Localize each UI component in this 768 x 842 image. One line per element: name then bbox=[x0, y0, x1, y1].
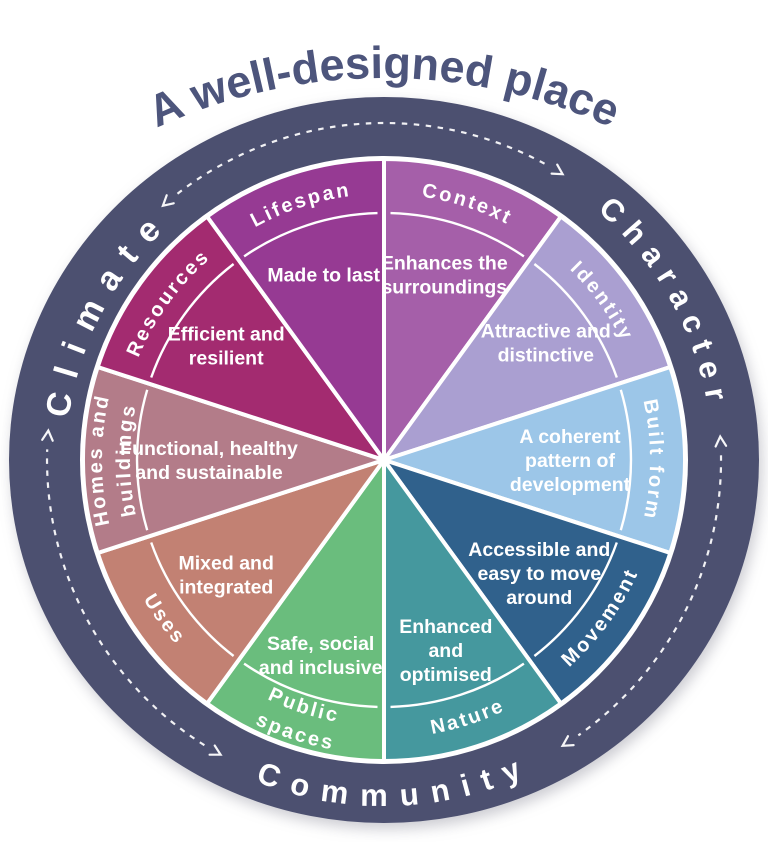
segment-context-band-separator bbox=[390, 211, 525, 258]
arrow-head-icon bbox=[714, 434, 728, 448]
description-line: integrated bbox=[179, 577, 273, 599]
description-line: development bbox=[510, 474, 631, 496]
segment-homes-and-buildings-label-text: buildings bbox=[113, 401, 138, 518]
description-line: and sustainable bbox=[135, 462, 283, 484]
description-line: easy to move bbox=[478, 563, 602, 585]
arrow-head-icon bbox=[161, 194, 175, 208]
segment-built-form-wedge bbox=[382, 365, 688, 555]
arrow-head-icon bbox=[560, 735, 575, 748]
description-line: Enhances the bbox=[381, 253, 508, 275]
segment-public-spaces-band-separator bbox=[243, 662, 378, 709]
segment-lifespan-wedge bbox=[205, 157, 386, 462]
segment-homes-and-buildings-band-separator bbox=[135, 389, 149, 531]
description-line: pattern of bbox=[525, 450, 615, 472]
segment-identity-band-separator bbox=[533, 263, 618, 378]
description-line: optimised bbox=[400, 664, 492, 686]
segment-built-form-band-separator bbox=[619, 389, 633, 531]
description-line: Efficient and bbox=[168, 323, 285, 345]
segment-lifespan-band-separator bbox=[243, 211, 378, 258]
description-line: Made to last bbox=[267, 265, 380, 287]
description-line: Attractive and bbox=[481, 320, 611, 342]
description-line: and bbox=[428, 640, 463, 662]
segment-lifespan-description: Made to last bbox=[267, 265, 380, 287]
segment-homes-and-buildings-label: buildings bbox=[113, 401, 141, 518]
dashed-arrow-arc bbox=[45, 449, 205, 747]
description-line: A coherent bbox=[519, 426, 621, 448]
segment-nature-wedge bbox=[382, 458, 563, 763]
dashed-arrow-arc bbox=[176, 121, 547, 195]
segment-public-spaces-wedge bbox=[205, 458, 386, 763]
description-line: Safe, social bbox=[267, 633, 374, 655]
segment-resources-wedge bbox=[95, 214, 386, 462]
segment-movement-band-separator bbox=[533, 542, 618, 657]
arrow-head-icon bbox=[41, 428, 54, 442]
description-line: Accessible and bbox=[468, 539, 610, 561]
segment-resources-band-separator bbox=[150, 263, 235, 378]
segment-uses-band-separator bbox=[150, 542, 235, 657]
segment-nature-band-separator bbox=[390, 662, 525, 709]
segment-uses-wedge bbox=[95, 458, 386, 706]
description-line: around bbox=[506, 587, 572, 609]
arrow-head-icon bbox=[208, 744, 223, 756]
description-line: surroundings bbox=[381, 277, 507, 299]
segment-context-wedge bbox=[382, 157, 563, 462]
segment-homes-and-buildings-wedge bbox=[80, 365, 386, 555]
segment-movement-wedge bbox=[382, 458, 673, 706]
description-line: Enhanced bbox=[399, 616, 492, 638]
description-line: distinctive bbox=[498, 344, 595, 366]
description-line: Mixed and bbox=[179, 553, 274, 575]
description-line: resilient bbox=[189, 347, 264, 369]
description-line: and inclusive bbox=[259, 657, 383, 679]
segment-identity-wedge bbox=[382, 214, 673, 462]
arrow-head-icon bbox=[550, 163, 565, 176]
description-line: Functional, healthy bbox=[120, 438, 298, 460]
